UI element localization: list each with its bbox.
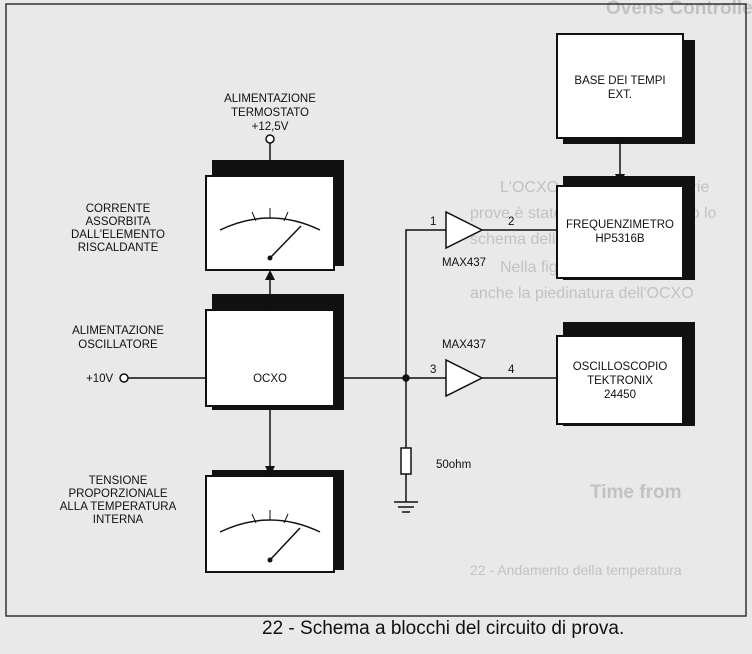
terminal-10v: [119, 373, 129, 383]
figure-caption: 22 - Schema a blocchi del circuito di pr…: [262, 618, 625, 639]
label-pin1: 1: [430, 216, 436, 228]
wire-node-to-amp1: [405, 229, 446, 378]
label-base-tempi-1: BASE DEI TEMPI: [574, 75, 665, 87]
meter-corrente: [205, 160, 344, 271]
label-oscilloscopio-2: TEKTRONIX: [587, 375, 653, 387]
label-corrente-2: ASSORBITA: [86, 216, 151, 228]
bg-text-temp: 22 - Andamento della temperatura: [470, 562, 682, 578]
label-corrente-4: RISCALDANTE: [78, 242, 159, 254]
ocxo-block: [205, 294, 344, 410]
label-tensione-1: TENSIONE: [89, 475, 148, 487]
amplifier-2: [445, 358, 484, 398]
label-tensione-3: ALLA TEMPERATURA: [60, 501, 177, 513]
bg-text-time: Time from: [590, 482, 682, 503]
label-termostato-2: TERMOSTATO: [231, 107, 309, 119]
label-oscillatore-1: ALIMENTAZIONE: [72, 325, 164, 337]
label-tensione-2: PROPORZIONALE: [68, 488, 167, 500]
label-pin4: 4: [508, 364, 515, 376]
label-oscilloscopio-3: 24450: [604, 389, 636, 401]
label-oscillatore-2: OSCILLATORE: [78, 339, 158, 351]
label-termostato-3: +12,5V: [252, 121, 289, 133]
terminal-termostato: [265, 134, 275, 144]
label-max437-a: MAX437: [442, 257, 486, 269]
figure-frame: [5, 3, 747, 617]
amplifier-1: [445, 210, 484, 250]
label-pin3: 3: [430, 364, 436, 376]
base-tempi-block: [556, 33, 695, 144]
oscilloscopio-block: [556, 322, 695, 426]
label-10v: +10V: [86, 373, 114, 385]
bg-text-line5: anche la piedinatura dell'OCXO: [470, 285, 694, 302]
meter-tensione: [205, 470, 344, 573]
label-resistor: 50ohm: [436, 459, 471, 471]
label-ocxo: OCXO: [253, 373, 287, 385]
label-max437-b: MAX437: [442, 339, 486, 351]
label-tensione-4: INTERNA: [93, 514, 144, 526]
label-base-tempi-2: EXT.: [608, 89, 632, 101]
label-oscilloscopio-1: OSCILLOSCOPIO: [573, 361, 668, 373]
resistor-symbol: [400, 447, 412, 475]
label-pin2: 2: [508, 216, 514, 228]
label-frequenzimetro-1: FREQUENZIMETRO: [566, 219, 674, 231]
label-corrente-3: DALL'ELEMENTO: [71, 229, 165, 241]
label-corrente-1: CORRENTE: [86, 203, 151, 215]
label-frequenzimetro-2: HP5316B: [595, 233, 645, 245]
label-termostato-1: ALIMENTAZIONE: [224, 93, 316, 105]
frequenzimetro-block: [556, 176, 695, 280]
